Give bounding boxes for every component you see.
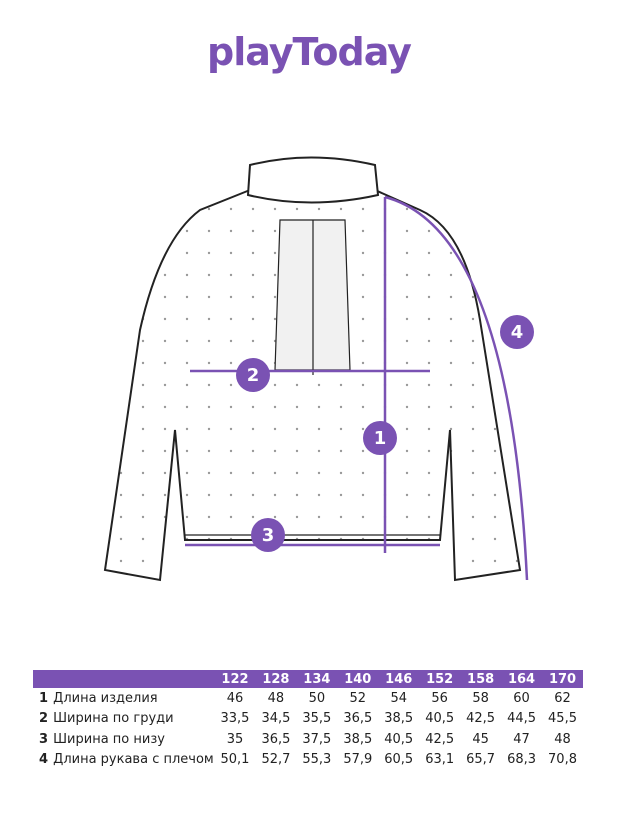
cell-value: 35 xyxy=(226,731,244,747)
measurement-lines xyxy=(185,195,529,581)
cell-value: 40,5 xyxy=(384,731,414,747)
row-number: 4 xyxy=(39,752,49,768)
size-header: 158 xyxy=(460,670,502,688)
cell-value: 60,5 xyxy=(384,752,414,768)
blouse-outline xyxy=(103,156,522,582)
measure-line-sleeve xyxy=(384,195,529,581)
cell-value: 68,3 xyxy=(507,752,537,768)
cell-value: 42,5 xyxy=(466,711,496,727)
size-header: 164 xyxy=(501,670,543,688)
cell-value: 45 xyxy=(472,731,489,747)
cell-value: 45,5 xyxy=(548,711,577,727)
row-label: Ширина по низу xyxy=(53,731,165,747)
brand-logo: playToday xyxy=(207,30,412,74)
size-header: 170 xyxy=(542,670,583,688)
cell-value: 54 xyxy=(390,690,407,706)
marker-3 xyxy=(251,518,285,552)
marker-4 xyxy=(500,315,534,349)
cell-value: 38,5 xyxy=(384,711,414,727)
marker-2 xyxy=(236,358,270,392)
cell-value: 35,5 xyxy=(302,711,332,727)
cell-value: 57,9 xyxy=(343,752,373,768)
marker-3-label: 3 xyxy=(262,525,275,546)
size-header: 152 xyxy=(419,670,461,688)
row-label: Длина рукава с плечом xyxy=(53,752,214,768)
cell-value: 36,5 xyxy=(343,711,373,727)
cell-value: 36,5 xyxy=(261,731,291,747)
cell-value: 50,1 xyxy=(220,752,250,768)
cell-value: 44,5 xyxy=(507,711,537,727)
garment-sketch: 1 2 3 4 xyxy=(103,156,534,582)
marker-4-label: 4 xyxy=(511,322,524,343)
cell-value: 58 xyxy=(472,690,489,706)
size-header: 122 xyxy=(214,670,256,688)
cell-value: 48 xyxy=(554,731,571,747)
row-number: 2 xyxy=(39,711,49,727)
marker-1 xyxy=(363,421,397,455)
size-header: 146 xyxy=(378,670,420,688)
cell-value: 70,8 xyxy=(548,752,577,768)
row-number: 1 xyxy=(39,690,49,706)
cell-value: 62 xyxy=(554,690,571,706)
cell-value: 37,5 xyxy=(302,731,332,747)
size-header: 128 xyxy=(255,670,297,688)
cell-value: 65,7 xyxy=(466,752,496,768)
cell-value: 47 xyxy=(513,731,530,747)
row-label: Длина изделия xyxy=(53,690,158,706)
cell-value: 34,5 xyxy=(261,711,291,727)
row-label: Ширина по груди xyxy=(53,711,174,727)
cell-value: 55,3 xyxy=(302,752,332,768)
cell-value: 46 xyxy=(226,690,244,706)
cell-value: 50 xyxy=(308,690,326,706)
size-header: 134 xyxy=(296,670,338,688)
cell-value: 42,5 xyxy=(425,731,455,747)
cell-value: 40,5 xyxy=(425,711,455,727)
cell-value: 52 xyxy=(349,690,367,706)
cell-value: 63,1 xyxy=(425,752,455,768)
cell-value: 60 xyxy=(513,690,530,706)
row-number: 3 xyxy=(39,731,49,747)
marker-1-label: 1 xyxy=(374,428,387,449)
cell-value: 52,7 xyxy=(261,752,291,768)
cell-value: 38,5 xyxy=(343,731,373,747)
cell-value: 48 xyxy=(267,690,285,706)
cell-value: 56 xyxy=(431,690,448,706)
cell-value: 33,5 xyxy=(220,711,250,727)
marker-2-label: 2 xyxy=(247,365,260,386)
size-header: 140 xyxy=(337,670,379,688)
